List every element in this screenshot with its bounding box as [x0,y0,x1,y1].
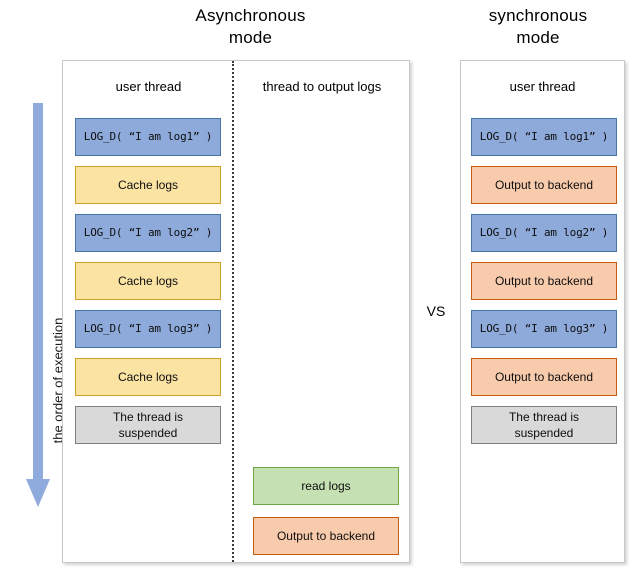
async-mode-title-line2: mode [228,28,273,47]
column-header-user-thread-async: user thread [115,79,182,94]
step-box-cache-logs: Cache logs [75,262,221,300]
step-box-cache-logs: Cache logs [75,358,221,396]
step-box-thread-suspended: The thread is suspended [75,406,221,444]
sync-mode-title-line2: mode [516,28,560,47]
async-mode-title-line1: Asynchronous [195,6,306,25]
column-header-user-thread-sync: user thread [509,79,576,94]
thread-divider-line [232,61,234,562]
step-box-output-to-backend: Output to backend [471,166,617,204]
step-box-cache-logs: Cache logs [75,166,221,204]
step-box-log-call: LOG_D( “I am log2” ) [471,214,617,252]
step-box-log-call: LOG_D( “I am log3” ) [471,310,617,348]
column-header-thread-to-output-logs: thread to output logs [262,79,382,94]
step-box-output-to-backend: Output to backend [253,517,399,555]
step-box-log-call: LOG_D( “I am log2” ) [75,214,221,252]
thread-suspended-line2: suspended [118,426,178,440]
thread-suspended-line1: The thread is [112,410,184,424]
thread-suspended-line2: suspended [514,426,574,440]
vs-label: VS [426,303,446,319]
step-box-thread-suspended: The thread is suspended [471,406,617,444]
step-box-output-to-backend: Output to backend [471,262,617,300]
step-box-log-call: LOG_D( “I am log1” ) [471,118,617,156]
down-arrow-icon [26,103,50,507]
asynchronous-mode-panel: user thread thread to output logs LOG_D(… [62,60,410,563]
step-box-log-call: LOG_D( “I am log1” ) [75,118,221,156]
step-box-read-logs: read logs [253,467,399,505]
sync-mode-title: synchronous mode [448,5,628,49]
synchronous-mode-panel: user thread LOG_D( “I am log1” ) Output … [460,60,625,563]
thread-suspended-line1: The thread is [508,410,580,424]
execution-order-arrow: the order of execution [26,103,66,507]
step-box-log-call: LOG_D( “I am log3” ) [75,310,221,348]
async-mode-title: Asynchronous mode [148,5,353,49]
step-box-output-to-backend: Output to backend [471,358,617,396]
sync-mode-title-line1: synchronous [488,6,588,25]
